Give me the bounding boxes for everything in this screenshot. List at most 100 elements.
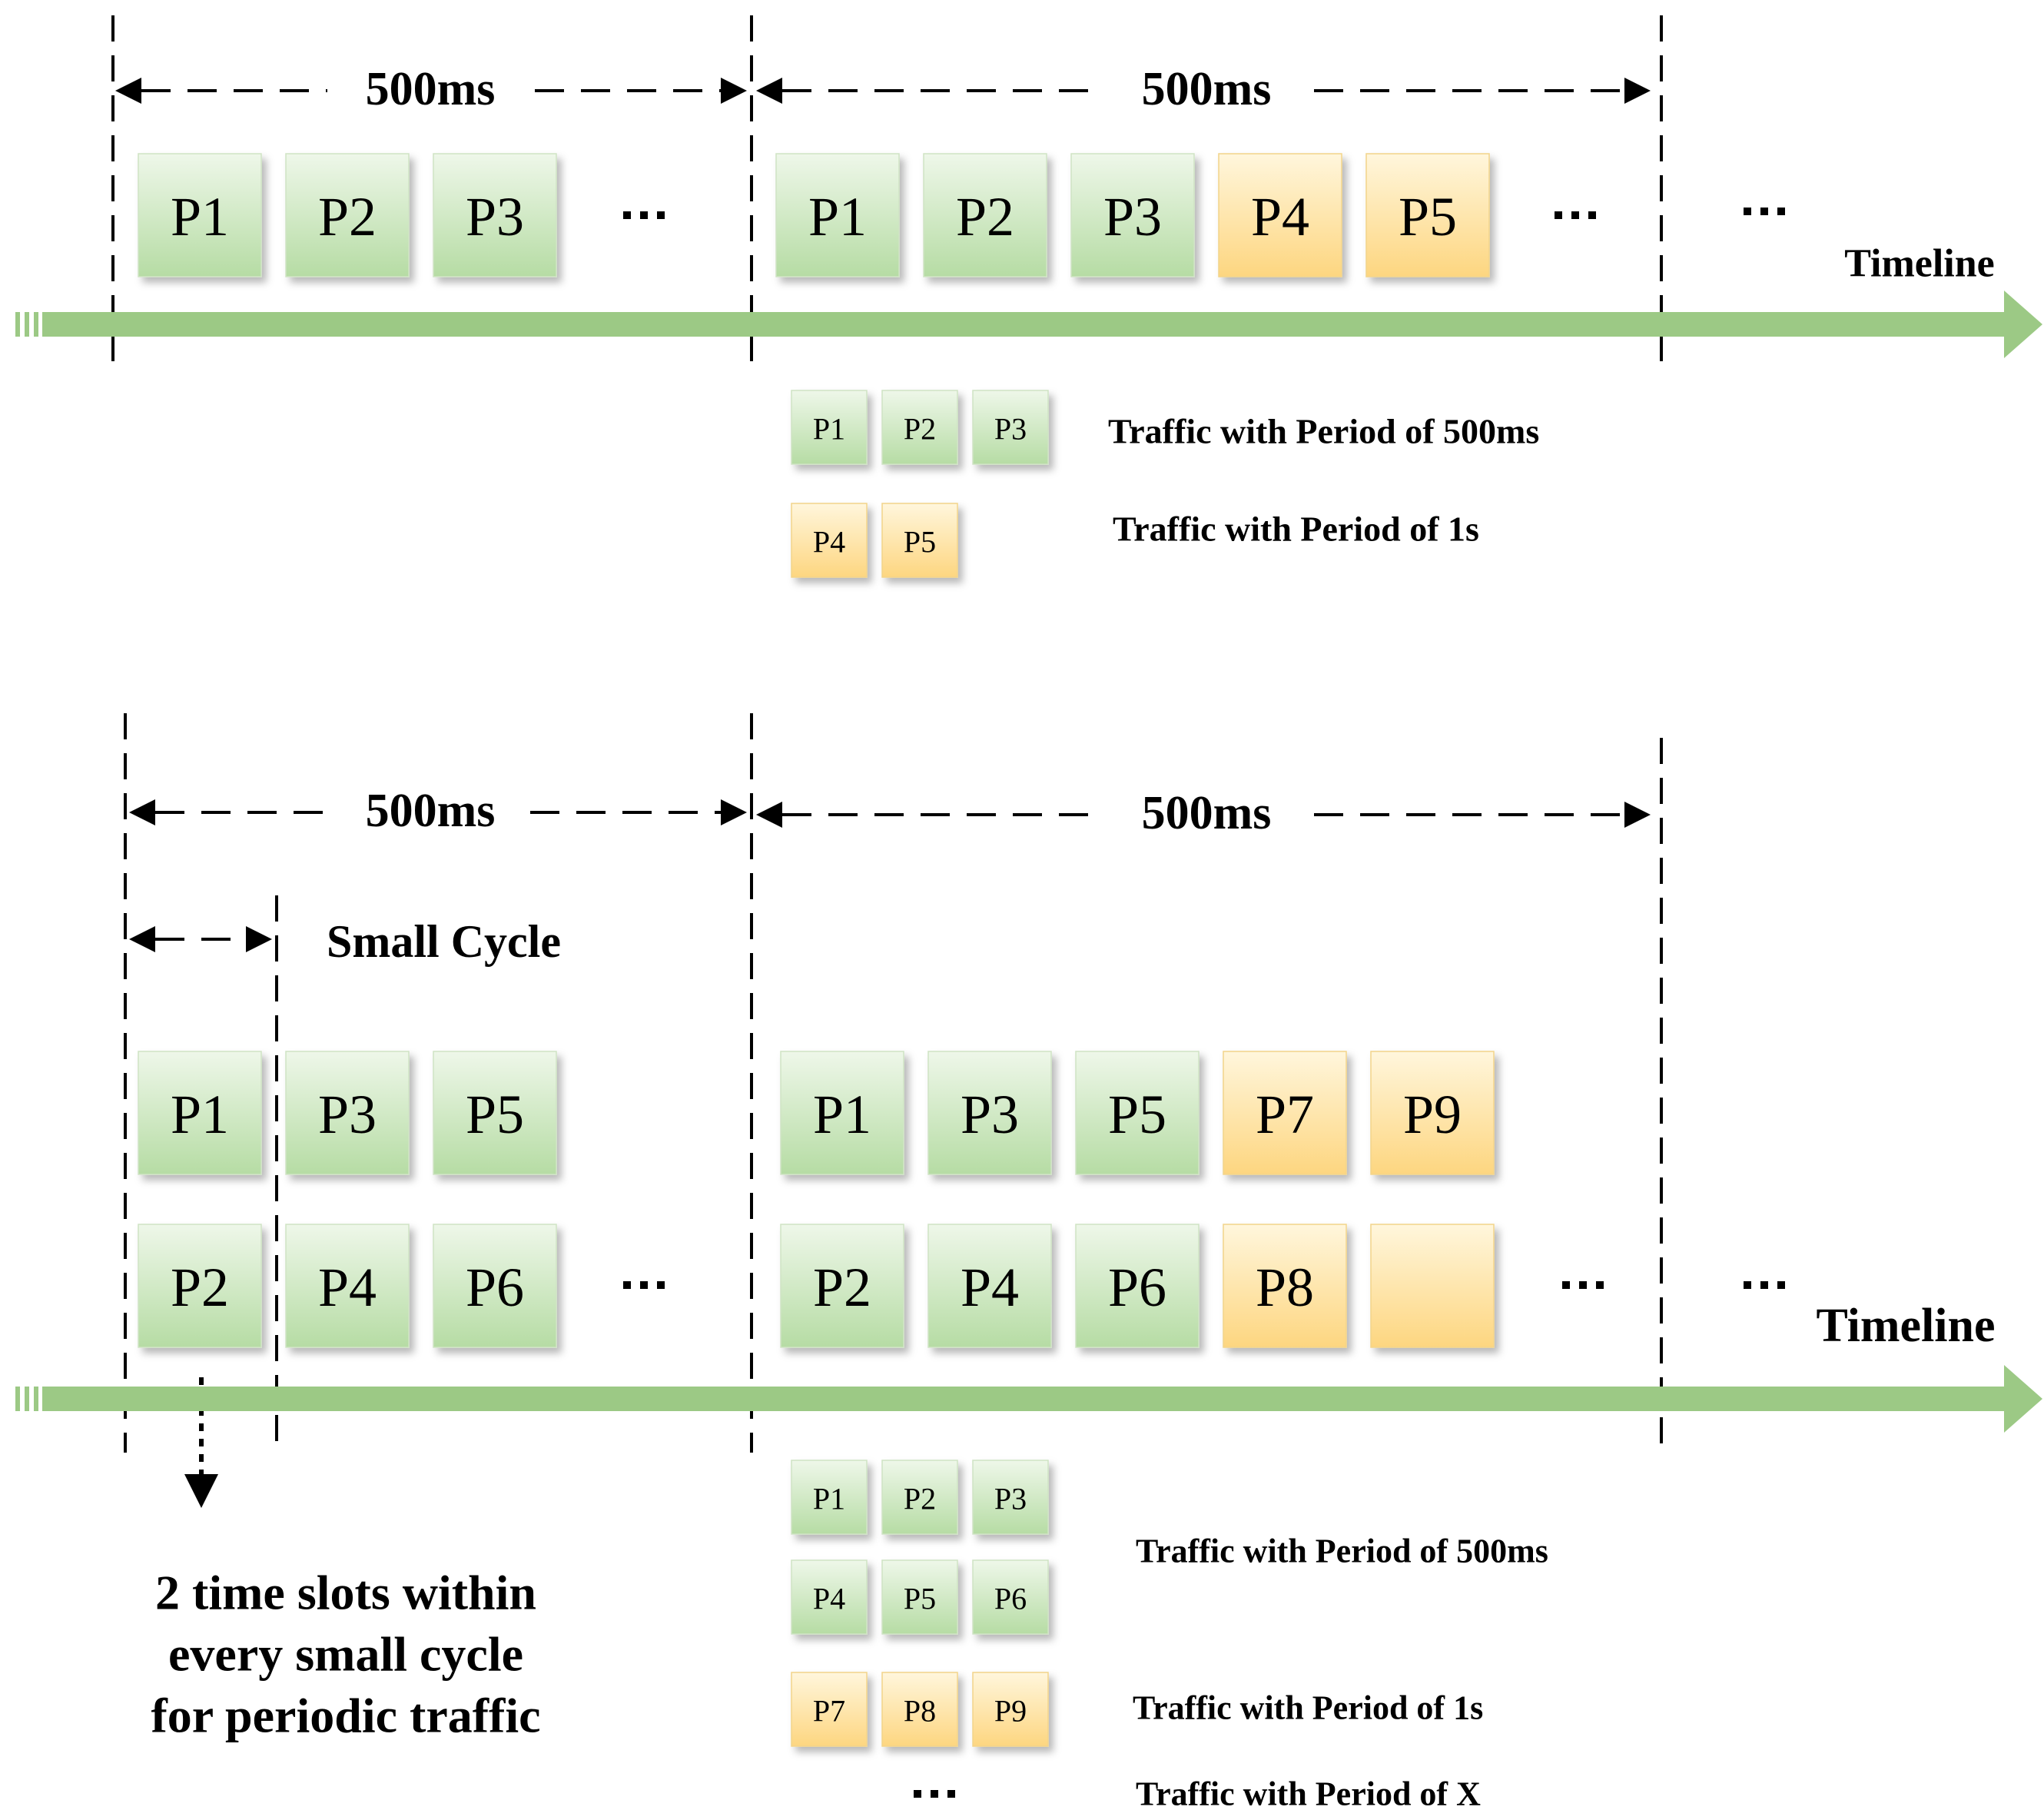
top-left-packet-p3-label: P3 <box>466 186 524 247</box>
top-right-packet-p4-label: P4 <box>1251 186 1309 247</box>
top-interval-right-left-arrowhead <box>756 78 782 104</box>
bottom-interval-left-label: 500ms <box>366 785 496 837</box>
top-interval-right-right-arrowhead <box>1624 78 1651 104</box>
bottom-left-row2-packet-p2-label: P2 <box>171 1257 229 1318</box>
bottom-legend-green-p6 <box>972 1559 1049 1635</box>
bottom-legend-green-p6-label: P6 <box>994 1582 1027 1616</box>
time-slot-note-line-2: every small cycle <box>168 1627 523 1682</box>
bottom-legend-green-p3-label: P3 <box>994 1482 1027 1516</box>
bottom-legend-yellow-p8 <box>881 1672 958 1747</box>
bottom-right-row1-packet-p1 <box>780 1051 904 1175</box>
top-legend-yellow-p5-label: P5 <box>904 525 936 560</box>
top-left-ellipsis <box>623 211 665 219</box>
top-right-ellipsis <box>1555 211 1596 219</box>
bottom-right-row1-packet-p7-label: P7 <box>1256 1084 1314 1145</box>
top-legend-yellow-p4-label: P4 <box>813 525 845 560</box>
top-right-packet-p5 <box>1365 153 1490 277</box>
bottom-legend-green-p3 <box>972 1460 1049 1535</box>
bottom-far-ellipsis <box>1744 1281 1785 1289</box>
top-interval-left-right-arrowhead <box>721 78 747 104</box>
top-right-packet-p1 <box>775 153 900 277</box>
bottom-timeline-tick <box>25 1387 29 1411</box>
top-left-packet-p3 <box>433 153 557 277</box>
bottom-right-ellipsis <box>1562 1281 1604 1289</box>
bottom-left-row2-packet-p6-label: P6 <box>466 1257 524 1318</box>
bottom-right-row1-packet-p3-label: P3 <box>961 1084 1019 1145</box>
top-right-packet-p2-label: P2 <box>956 186 1014 247</box>
top-timeline-tick <box>25 312 29 337</box>
top-left-packet-p2 <box>285 153 410 277</box>
top-left-packet-p1-label: P1 <box>171 186 229 247</box>
bottom-timeline-arrowhead <box>2004 1365 2042 1433</box>
top-right-packet-p5-label: P5 <box>1399 186 1457 247</box>
time-slot-note-line-1: 2 time slots within <box>155 1566 536 1620</box>
bottom-right-row2-packet-p6 <box>1075 1224 1200 1348</box>
bottom-legend-green-p1 <box>791 1460 868 1535</box>
bottom-legend-other-ellipsis <box>914 1790 955 1798</box>
bottom-right-row1-packet-p9-label: P9 <box>1403 1084 1462 1145</box>
small-cycle-left-arrowhead <box>129 926 155 952</box>
bottom-right-row1-packet-p1-label: P1 <box>813 1084 871 1145</box>
top-legend-green-p1 <box>791 390 868 465</box>
bottom-legend-other-text: Traffic with Period of X <box>1136 1775 1481 1813</box>
bottom-left-row1-packet-p3-label: P3 <box>318 1084 377 1145</box>
top-timeline-bar <box>42 312 2006 337</box>
bottom-left-row2-packet-p6 <box>433 1224 557 1348</box>
top-right-packet-p3 <box>1070 153 1195 277</box>
top-legend-green-text: Traffic with Period of 500ms <box>1108 412 1539 451</box>
bottom-right-row2-packet-p8-label: P8 <box>1256 1257 1314 1318</box>
bottom-left-row2-packet-p4 <box>285 1224 410 1348</box>
bottom-right-row2-packet-p2-label: P2 <box>813 1257 871 1318</box>
top-interval-right-label: 500ms <box>1142 63 1272 115</box>
bottom-legend-yellow-p9-label: P9 <box>994 1694 1027 1729</box>
bottom-legend-yellow-p9 <box>972 1672 1049 1747</box>
bottom-interval-right-label: 500ms <box>1142 787 1272 839</box>
top-legend-green-p1-label: P1 <box>813 412 845 447</box>
top-left-packet-p2-label: P2 <box>318 186 377 247</box>
bottom-right-row1-packet-p3 <box>927 1051 1052 1175</box>
top-left-packet-p1 <box>138 153 262 277</box>
bottom-legend-yellow-p7-label: P7 <box>813 1694 845 1729</box>
time-slot-note-line-3: for periodic traffic <box>151 1689 540 1743</box>
bottom-interval-right-right-arrowhead <box>1624 802 1651 828</box>
bottom-right-row1-packet-p9 <box>1370 1051 1495 1175</box>
small-cycle-label: Small Cycle <box>327 916 561 967</box>
bottom-timeline-tick <box>34 1387 38 1411</box>
bottom-left-row1-packet-p5-label: P5 <box>466 1084 524 1145</box>
bottom-timeline-bar <box>42 1387 2006 1411</box>
bottom-right-row1-packet-p7 <box>1223 1051 1347 1175</box>
bottom-legend-green-p4-label: P4 <box>813 1582 845 1616</box>
bottom-right-row2-packet-p2 <box>780 1224 904 1348</box>
top-legend-yellow-p5 <box>881 503 958 578</box>
top-far-ellipsis <box>1744 208 1785 215</box>
small-cycle-right-arrowhead <box>246 926 272 952</box>
bottom-left-ellipsis <box>623 1281 665 1289</box>
bottom-legend-green-p5 <box>881 1559 958 1635</box>
top-legend-green-p2-label: P2 <box>904 412 936 447</box>
bottom-timeline-tick <box>15 1387 20 1411</box>
bottom-right-row2-packet-empty <box>1370 1224 1495 1348</box>
bottom-legend-yellow-text: Traffic with Period of 1s <box>1133 1689 1483 1727</box>
bottom-left-row1-packet-p1-label: P1 <box>171 1084 229 1145</box>
top-timeline-arrowhead <box>2004 291 2042 358</box>
top-legend-yellow-p4 <box>791 503 868 578</box>
top-right-packet-p3-label: P3 <box>1103 186 1162 247</box>
bottom-legend-yellow-p7 <box>791 1672 868 1747</box>
bottom-legend-green-p2 <box>881 1460 958 1535</box>
top-timeline-tick <box>34 312 38 337</box>
top-interval-left-left-arrowhead <box>115 78 141 104</box>
bottom-left-row1-packet-p1 <box>138 1051 262 1175</box>
top-right-packet-p2 <box>923 153 1047 277</box>
top-legend-yellow-text: Traffic with Period of 1s <box>1113 510 1479 549</box>
bottom-right-row1-packet-p5-label: P5 <box>1108 1084 1166 1145</box>
top-legend-green-p3 <box>972 390 1049 465</box>
note-pointer-arrowhead <box>184 1474 218 1508</box>
bottom-left-row2-packet-p2 <box>138 1224 262 1348</box>
bottom-legend-green-p4 <box>791 1559 868 1635</box>
top-interval-left-label: 500ms <box>366 63 496 115</box>
bottom-right-row2-packet-p6-label: P6 <box>1108 1257 1166 1318</box>
bottom-legend-green-p1-label: P1 <box>813 1482 845 1516</box>
top-timeline-tick <box>15 312 20 337</box>
bottom-interval-right-left-arrowhead <box>756 802 782 828</box>
